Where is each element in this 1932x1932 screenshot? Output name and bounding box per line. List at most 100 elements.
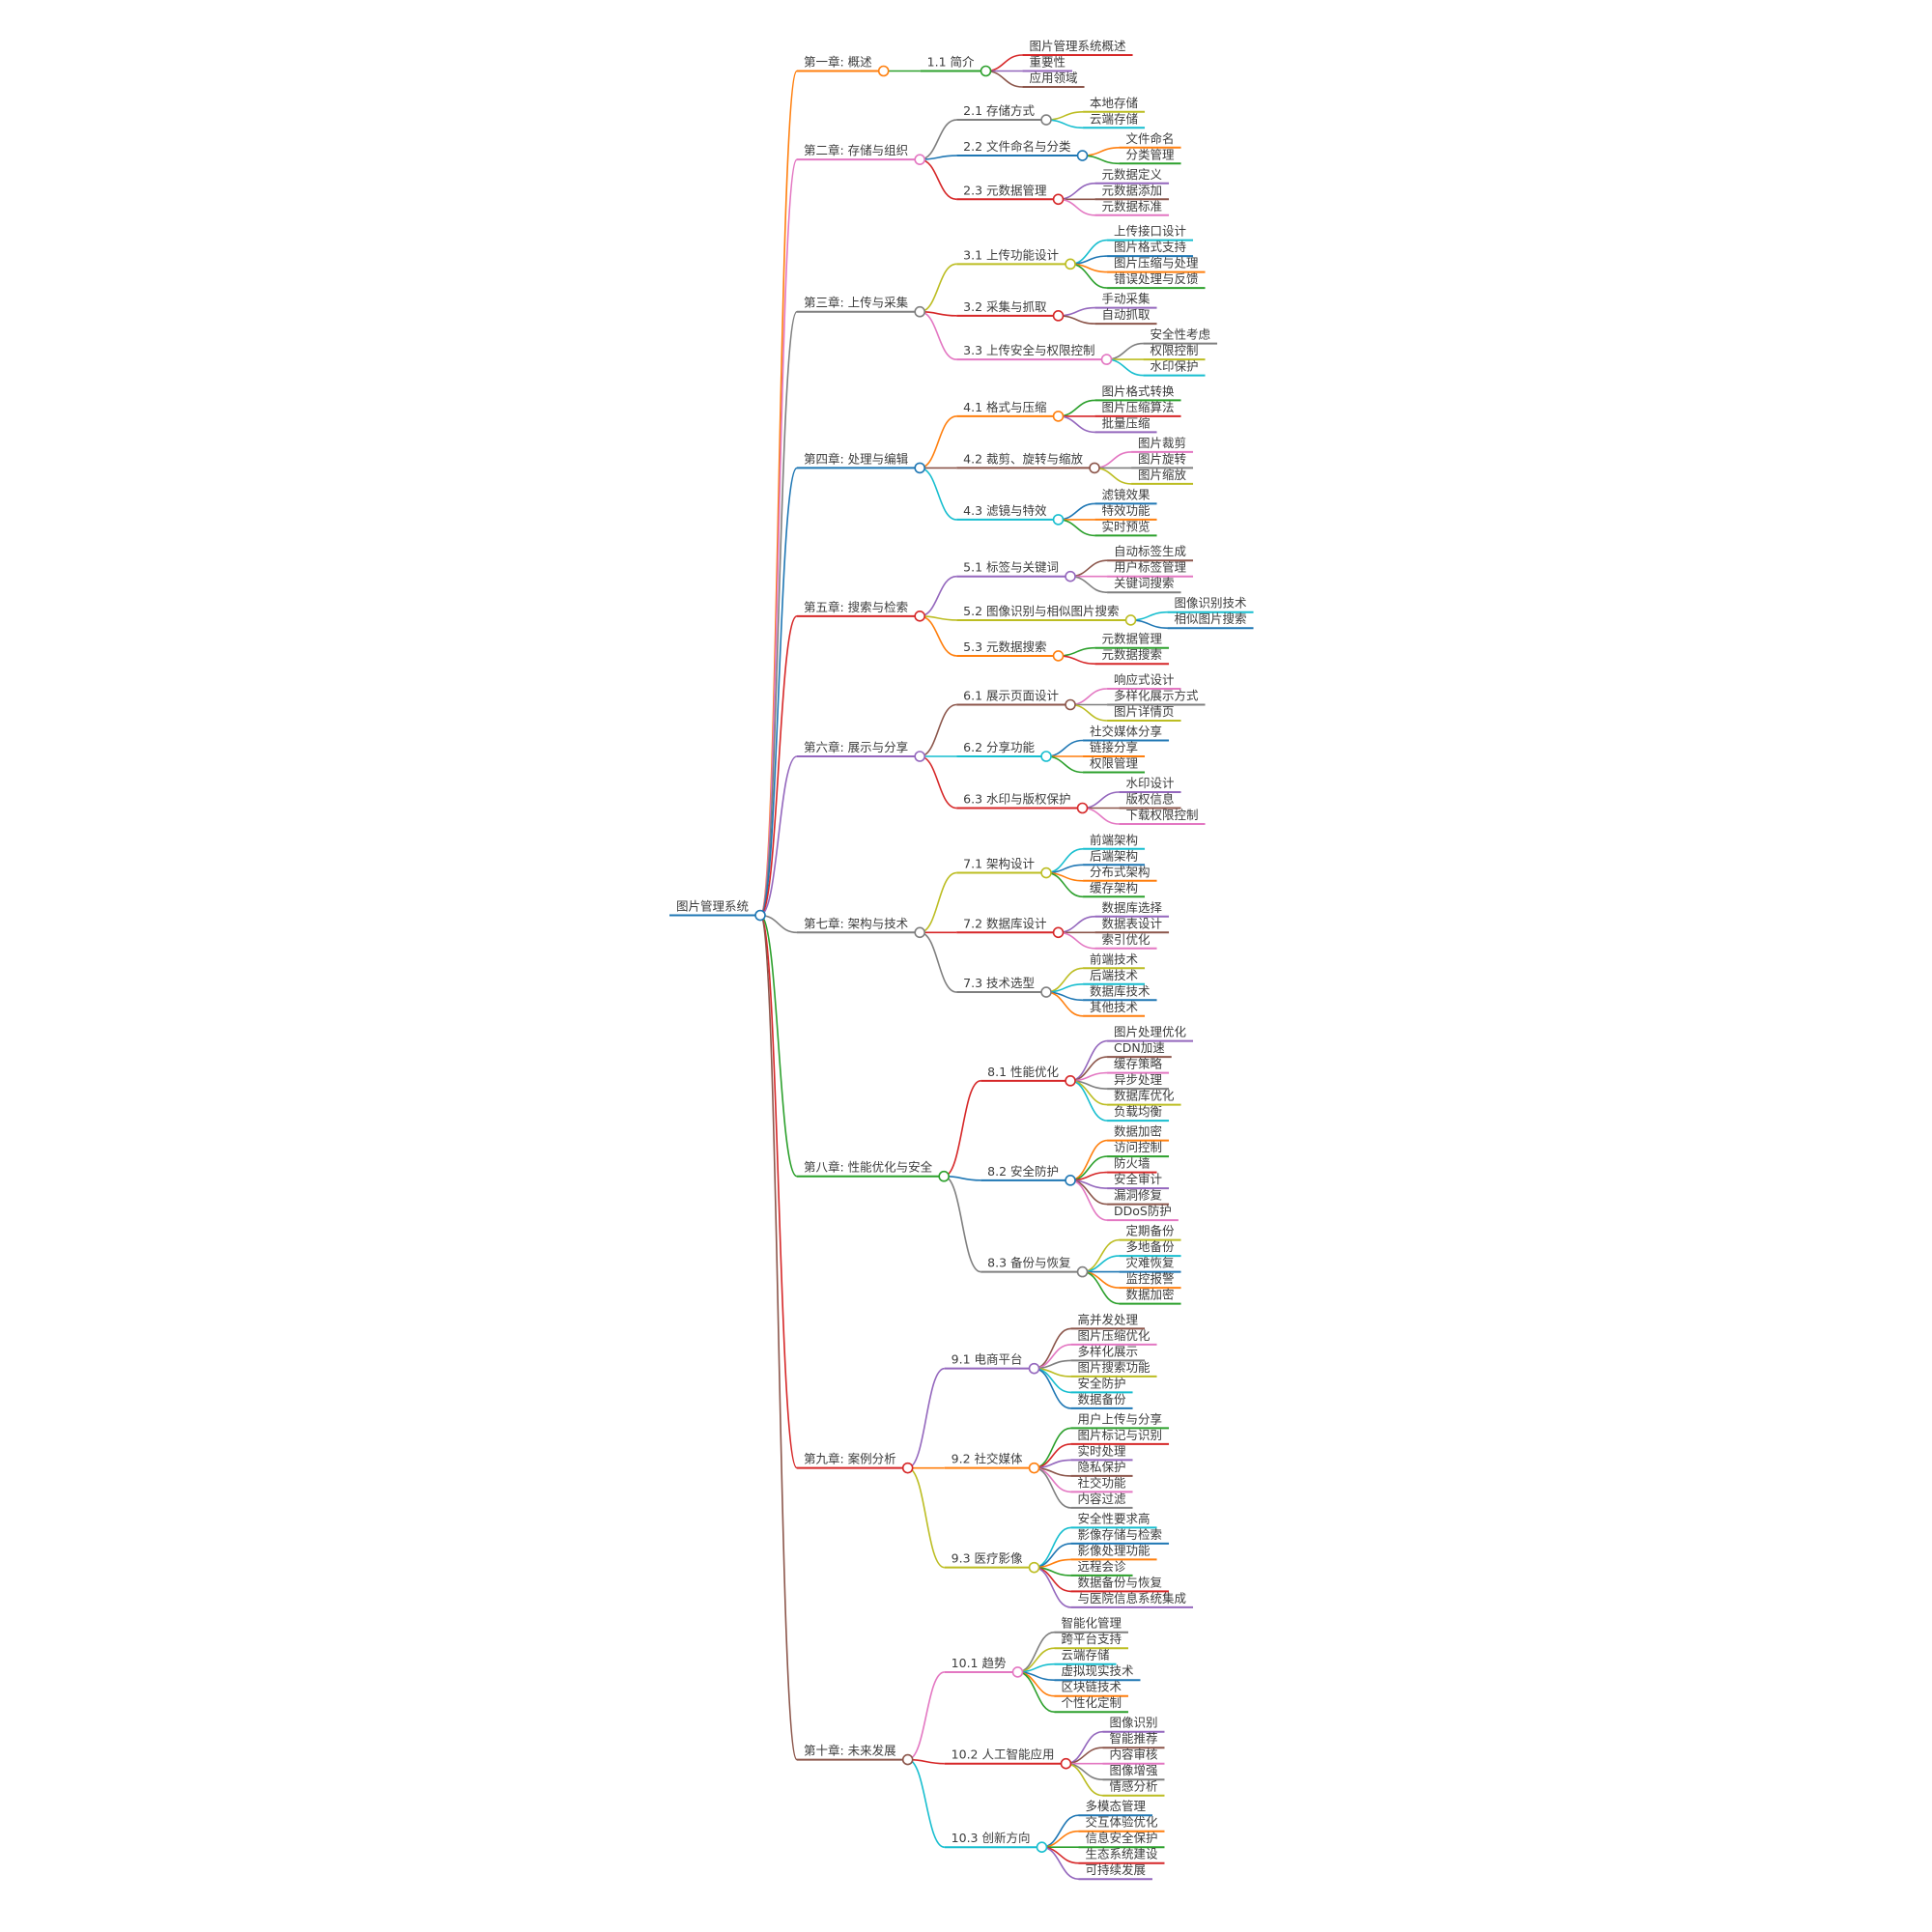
mindmap-node[interactable]: 图片格式转换 (1094, 384, 1181, 402)
mindmap-node[interactable]: 3.2 采集与抓取 (956, 299, 1065, 322)
mindmap-node[interactable]: 元数据标准 (1094, 199, 1170, 216)
mindmap-node[interactable]: 智能推荐 (1102, 1731, 1165, 1749)
mindmap-node[interactable]: 4.2 裁剪、旋转与缩放 (956, 451, 1100, 474)
mindmap-node[interactable]: 异步处理 (1107, 1072, 1170, 1091)
collapse-circle[interactable] (1028, 1462, 1040, 1474)
mindmap-node[interactable]: 虚拟现实技术 (1054, 1663, 1141, 1682)
mindmap-node[interactable]: 多地备份 (1119, 1239, 1181, 1258)
collapse-circle[interactable] (1076, 802, 1089, 814)
mindmap-node[interactable]: 8.1 性能优化 (980, 1065, 1076, 1087)
mindmap-node[interactable]: 防火墙 (1107, 1156, 1157, 1174)
mindmap-node[interactable]: 内容过滤 (1070, 1492, 1133, 1509)
mindmap-node[interactable]: 7.1 架构设计 (956, 857, 1052, 879)
mindmap-node[interactable]: 特效功能 (1094, 503, 1157, 521)
mindmap-node[interactable]: 缓存架构 (1083, 880, 1146, 898)
collapse-circle[interactable] (1052, 310, 1065, 322)
mindmap-node[interactable]: 5.1 标签与关键词 (956, 560, 1076, 582)
mindmap-node[interactable]: 社交媒体分享 (1083, 724, 1170, 742)
mindmap-node[interactable]: 安全性要求高 (1070, 1511, 1157, 1529)
mindmap-node[interactable]: 图片旋转 (1131, 451, 1194, 469)
collapse-circle[interactable] (1065, 1075, 1076, 1087)
mindmap-node[interactable]: 第七章: 架构与技术 (797, 916, 925, 939)
mindmap-node[interactable]: 数据库选择 (1094, 900, 1170, 918)
mindmap-node[interactable]: 安全防护 (1070, 1376, 1133, 1394)
mindmap-node[interactable]: 手动采集 (1094, 292, 1157, 309)
mindmap-node[interactable]: 数据库优化 (1107, 1089, 1181, 1106)
mindmap-node[interactable]: 实时预览 (1094, 519, 1157, 537)
mindmap-node[interactable]: 2.3 元数据管理 (956, 183, 1065, 206)
mindmap-node[interactable]: 用户标签管理 (1107, 560, 1194, 578)
mindmap-node[interactable]: 访问控制 (1107, 1140, 1170, 1158)
mindmap-node[interactable]: 4.1 格式与压缩 (956, 400, 1065, 422)
mindmap-node[interactable]: 数据备份 (1070, 1392, 1133, 1409)
mindmap-node[interactable]: 1.1 简介 (920, 55, 992, 77)
mindmap-node[interactable]: 错误处理与反馈 (1107, 271, 1206, 290)
collapse-circle[interactable] (901, 1462, 914, 1474)
mindmap-node[interactable]: 10.1 趋势 (944, 1656, 1024, 1678)
mindmap-node[interactable]: 9.3 医疗影像 (944, 1551, 1040, 1574)
mindmap-node[interactable]: 多样化展示方式 (1107, 689, 1206, 706)
mindmap-node[interactable]: 后端架构 (1083, 848, 1146, 867)
collapse-circle[interactable] (1076, 150, 1089, 161)
mindmap-node[interactable]: 前端架构 (1083, 833, 1146, 850)
collapse-circle[interactable] (1052, 926, 1065, 939)
collapse-circle[interactable] (980, 65, 992, 77)
mindmap-node[interactable]: 用户上传与分享 (1070, 1411, 1170, 1430)
mindmap-node[interactable]: 6.2 分享功能 (956, 740, 1052, 762)
mindmap-node[interactable]: 第五章: 搜索与检索 (797, 600, 925, 622)
mindmap-node[interactable]: 链接分享 (1083, 740, 1146, 757)
mindmap-node[interactable]: 数据表设计 (1094, 916, 1170, 934)
collapse-circle[interactable] (914, 611, 925, 622)
mindmap-node[interactable]: 6.3 水印与版权保护 (956, 792, 1089, 814)
mindmap-node[interactable]: 第六章: 展示与分享 (797, 740, 925, 762)
collapse-circle[interactable] (1065, 1175, 1076, 1186)
mindmap-node[interactable]: 图片压缩与处理 (1107, 256, 1206, 273)
collapse-circle[interactable] (1040, 114, 1052, 126)
mindmap-node[interactable]: 云端存储 (1054, 1648, 1117, 1665)
mindmap-node[interactable]: 3.3 上传安全与权限控制 (956, 343, 1113, 365)
mindmap-node[interactable]: 图片压缩优化 (1070, 1328, 1157, 1346)
collapse-circle[interactable] (1076, 1265, 1089, 1278)
mindmap-node[interactable]: 图片裁剪 (1131, 436, 1194, 453)
mindmap-node[interactable]: 远程会诊 (1070, 1559, 1133, 1577)
mindmap-node[interactable]: 权限控制 (1143, 343, 1206, 361)
collapse-circle[interactable] (1052, 650, 1065, 662)
mindmap-node[interactable]: 后端技术 (1083, 968, 1146, 985)
collapse-circle[interactable] (914, 926, 925, 939)
mindmap-node[interactable]: 图片处理优化 (1107, 1025, 1194, 1042)
collapse-circle[interactable] (1011, 1666, 1024, 1678)
mindmap-node[interactable]: 缓存策略 (1107, 1057, 1170, 1074)
mindmap-node[interactable]: 第三章: 上传与采集 (797, 296, 925, 318)
mindmap-node[interactable]: 第十章: 未来发展 (797, 1744, 914, 1766)
mindmap-node[interactable]: 7.2 数据库设计 (956, 916, 1065, 939)
mindmap-node[interactable]: 2.2 文件命名与分类 (956, 139, 1089, 161)
mindmap-node[interactable]: 版权信息 (1119, 792, 1181, 810)
mindmap-node[interactable]: 权限管理 (1083, 756, 1146, 774)
mindmap-node[interactable]: 图片管理系统 (669, 899, 766, 922)
mindmap-node[interactable]: 6.1 展示页面设计 (956, 689, 1076, 711)
mindmap-node[interactable]: 第四章: 处理与编辑 (797, 451, 925, 474)
collapse-circle[interactable] (1040, 867, 1052, 879)
mindmap-node[interactable]: 滤镜效果 (1094, 487, 1157, 505)
mindmap-node[interactable]: 图片标记与识别 (1070, 1428, 1170, 1445)
mindmap-node[interactable]: 第二章: 存储与组织 (797, 143, 925, 165)
mindmap-node[interactable]: 定期备份 (1119, 1224, 1181, 1241)
mindmap-node[interactable]: 分类管理 (1119, 147, 1181, 165)
mindmap-node[interactable]: 图片搜索功能 (1070, 1360, 1157, 1378)
mindmap-node[interactable]: 10.2 人工智能应用 (944, 1747, 1072, 1770)
mindmap-node[interactable]: 与医院信息系统集成 (1070, 1591, 1194, 1608)
mindmap-node[interactable]: 图片缩放 (1131, 468, 1194, 485)
mindmap-node[interactable]: 水印设计 (1119, 776, 1181, 793)
collapse-circle[interactable] (1028, 1561, 1040, 1574)
mindmap-node[interactable]: 关键词搜索 (1107, 576, 1181, 594)
mindmap-node[interactable]: 云端存储 (1083, 111, 1146, 129)
mindmap-node[interactable]: CDN加速 (1107, 1040, 1172, 1059)
mindmap-node[interactable]: 实时处理 (1070, 1443, 1133, 1462)
mindmap-node[interactable]: 9.1 电商平台 (944, 1352, 1040, 1375)
mindmap-node[interactable]: 数据备份与恢复 (1070, 1575, 1170, 1593)
collapse-circle[interactable] (914, 305, 925, 318)
mindmap-node[interactable]: 跨平台支持 (1054, 1632, 1128, 1650)
mindmap-node[interactable]: 漏洞修复 (1107, 1188, 1170, 1206)
collapse-circle[interactable] (1028, 1362, 1040, 1375)
mindmap-node[interactable]: 8.2 安全防护 (980, 1164, 1076, 1186)
